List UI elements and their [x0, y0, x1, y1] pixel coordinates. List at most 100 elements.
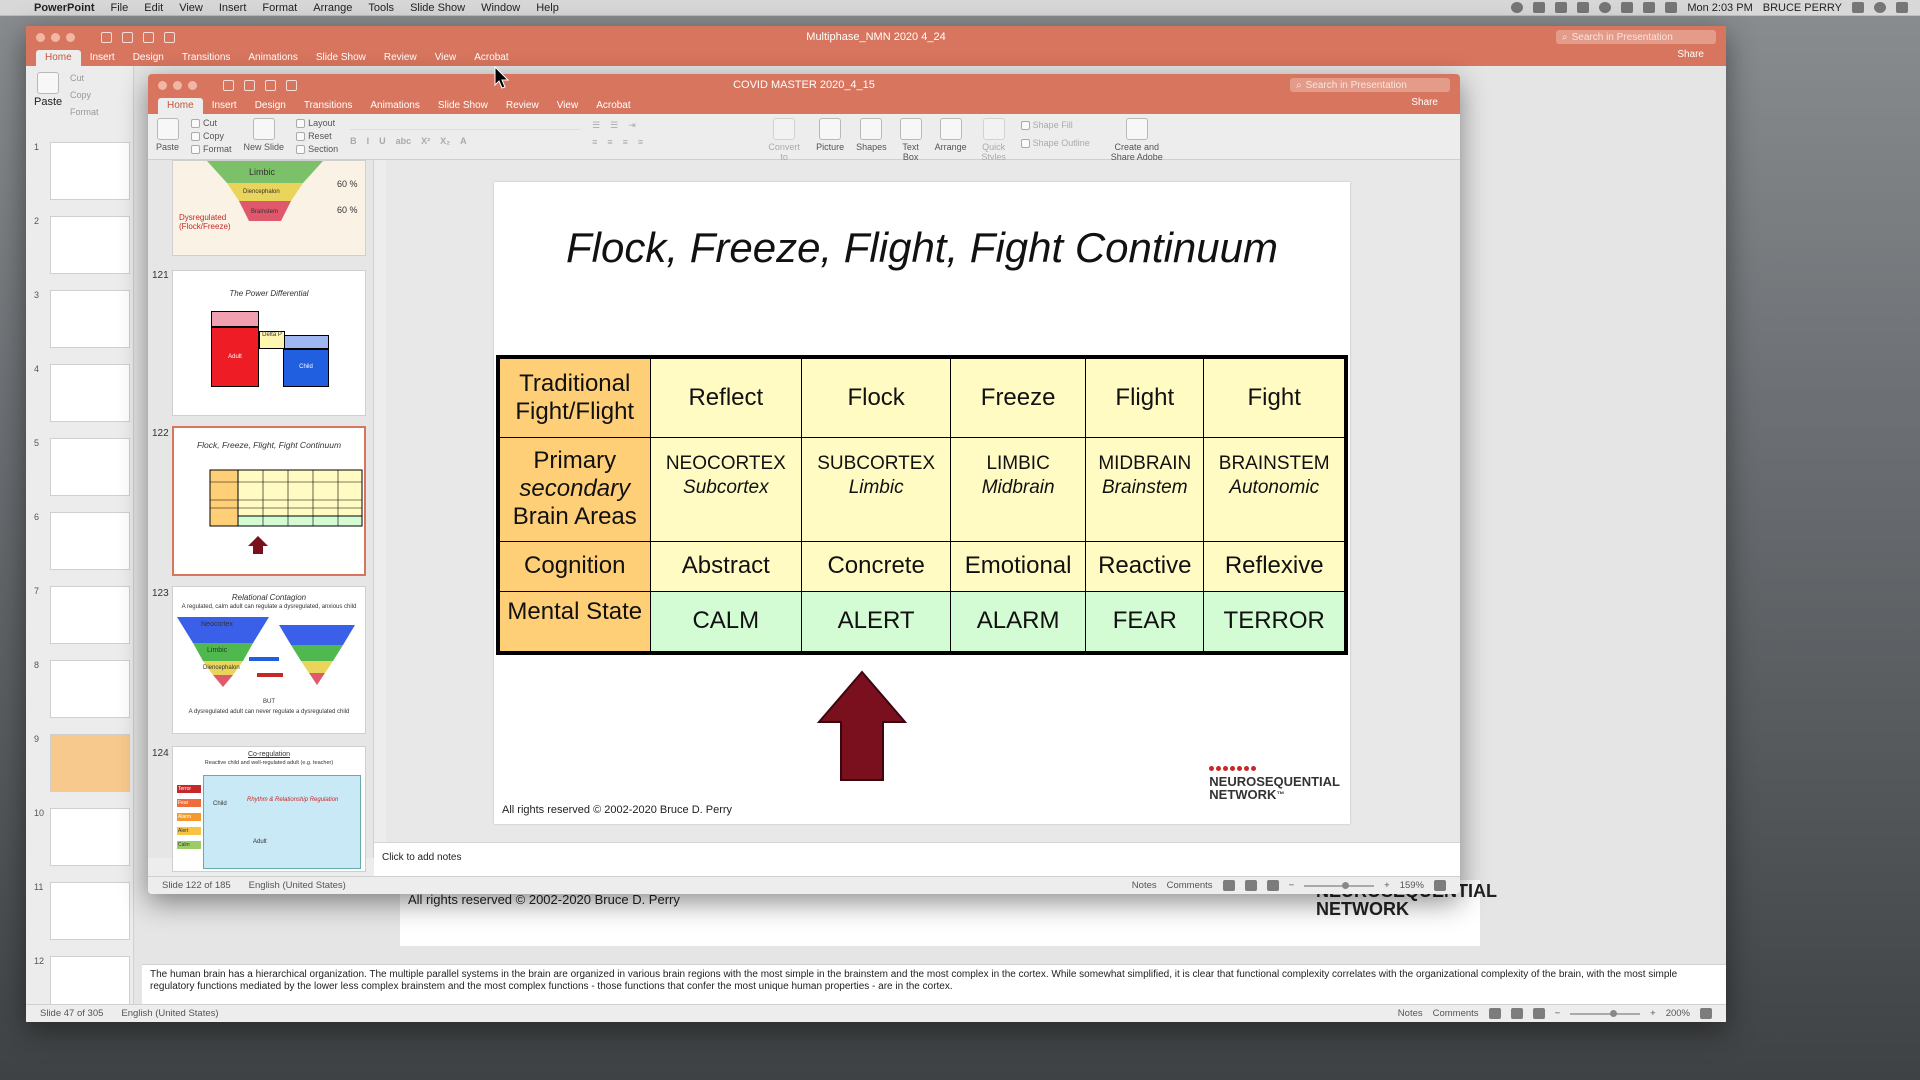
- save-icon[interactable]: [244, 79, 255, 91]
- close-button[interactable]: [36, 32, 45, 42]
- back-slide-thumb-6[interactable]: [50, 512, 130, 570]
- back-tab-review[interactable]: Review: [383, 52, 417, 63]
- back-slide-thumb-1[interactable]: [50, 142, 130, 200]
- cut-button[interactable]: Cut: [191, 118, 232, 128]
- underline-icon[interactable]: U: [379, 136, 386, 146]
- align-left-icon[interactable]: ≡: [592, 137, 598, 147]
- reset-button[interactable]: Reset: [296, 131, 338, 141]
- font-color-icon[interactable]: A: [460, 136, 467, 146]
- slide-sorter-icon[interactable]: [1510, 1008, 1523, 1019]
- close-button[interactable]: [158, 80, 167, 90]
- bold-icon[interactable]: B: [350, 136, 357, 146]
- arrange-button[interactable]: Arrange: [935, 118, 967, 152]
- back-notes-toggle[interactable]: Notes: [1397, 1008, 1423, 1019]
- zoom-in-icon[interactable]: +: [1650, 1008, 1656, 1019]
- font-name-select[interactable]: [350, 120, 581, 130]
- back-zoom-slider[interactable]: [1570, 1009, 1641, 1017]
- menu-window[interactable]: Window: [481, 1, 521, 14]
- format-painter-button[interactable]: Format: [191, 144, 232, 154]
- minimize-button[interactable]: [173, 80, 182, 90]
- back-tab-home[interactable]: Home: [36, 50, 81, 66]
- menu-help[interactable]: Help: [536, 1, 559, 14]
- superscript-icon[interactable]: X²: [421, 136, 431, 146]
- slide-thumb-121[interactable]: The Power Differential Adult Child Delta…: [172, 270, 366, 416]
- menu-format[interactable]: Format: [262, 1, 298, 14]
- cast-icon[interactable]: [1555, 2, 1568, 13]
- menu-app[interactable]: PowerPoint: [34, 1, 95, 14]
- shape-outline-button[interactable]: Shape Outline: [1020, 138, 1090, 148]
- front-share-button[interactable]: Share: [1411, 97, 1438, 108]
- menu-slide-show[interactable]: Slide Show: [410, 1, 466, 14]
- back-search-input[interactable]: ⌕Search in Presentation: [1556, 30, 1716, 44]
- sidebar-toggle-icon[interactable]: [223, 79, 234, 91]
- tab-acrobat[interactable]: Acrobat: [596, 100, 631, 111]
- comments-toggle[interactable]: Comments: [1166, 880, 1213, 891]
- quick-styles-button[interactable]: Quick Styles: [979, 118, 1009, 162]
- language[interactable]: English (United States): [248, 880, 346, 891]
- italic-icon[interactable]: I: [366, 136, 370, 146]
- zoom-out-icon[interactable]: −: [1288, 880, 1295, 891]
- menu-file[interactable]: File: [110, 1, 129, 14]
- back-slide-thumb-5[interactable]: [50, 438, 130, 496]
- cloud-icon[interactable]: [1533, 2, 1546, 13]
- fit-slide-icon[interactable]: [1434, 880, 1446, 891]
- strike-icon[interactable]: abc: [395, 136, 412, 146]
- up-arrow-shape[interactable]: [816, 670, 908, 782]
- paste-button[interactable]: Paste: [156, 118, 179, 152]
- back-language[interactable]: English (United States): [121, 1008, 219, 1019]
- zoom-slider[interactable]: [1304, 881, 1375, 889]
- tab-view[interactable]: View: [556, 100, 579, 111]
- bluetooth-icon[interactable]: [1621, 2, 1634, 13]
- back-tab-acrobat[interactable]: Acrobat: [474, 52, 509, 63]
- tab-slide-show[interactable]: Slide Show: [437, 100, 488, 111]
- align-center-icon[interactable]: ≡: [607, 137, 613, 147]
- tab-design[interactable]: Design: [254, 100, 286, 111]
- tab-home[interactable]: Home: [158, 98, 203, 114]
- bullets-icon[interactable]: ☰: [592, 120, 601, 130]
- back-format-button[interactable]: Format: [70, 107, 99, 117]
- user-avatar-icon[interactable]: [1874, 2, 1886, 13]
- zoom-button[interactable]: [66, 32, 75, 42]
- subscript-icon[interactable]: X₂: [440, 136, 451, 146]
- normal-view-icon[interactable]: [1222, 880, 1235, 891]
- tab-animations[interactable]: Animations: [370, 100, 420, 111]
- zoom-level[interactable]: 159%: [1399, 880, 1424, 891]
- back-tab-transitions[interactable]: Transitions: [181, 52, 231, 63]
- back-tab-design[interactable]: Design: [132, 52, 164, 63]
- back-tab-view[interactable]: View: [434, 52, 457, 63]
- notes-toggle[interactable]: Notes: [1131, 880, 1157, 891]
- notification-center-icon[interactable]: [1896, 2, 1908, 13]
- align-right-icon[interactable]: ≡: [622, 137, 628, 147]
- slide-thumb-123[interactable]: Relational Contagion A regulated, calm a…: [172, 586, 366, 734]
- slide-thumb-120[interactable]: Limbic Diencephalon Brainstem 60 % 60 % …: [172, 160, 366, 256]
- redo-icon[interactable]: [164, 31, 175, 43]
- back-slide-thumb-2[interactable]: [50, 216, 130, 274]
- shapes-button[interactable]: Shapes: [856, 118, 887, 152]
- back-tab-animations[interactable]: Animations: [248, 52, 298, 63]
- redo-icon[interactable]: [286, 79, 297, 91]
- front-search-input[interactable]: ⌕Search in Presentation: [1290, 78, 1450, 92]
- back-slide-thumb-4[interactable]: [50, 364, 130, 422]
- slide-sorter-icon[interactable]: [1244, 880, 1257, 891]
- layout-button[interactable]: Layout: [296, 118, 338, 128]
- volume-icon[interactable]: [1665, 2, 1678, 13]
- tab-transitions[interactable]: Transitions: [303, 100, 353, 111]
- back-comments-toggle[interactable]: Comments: [1432, 1008, 1479, 1019]
- slide-thumb-124[interactable]: Co-regulation Reactive child and well-re…: [172, 746, 366, 872]
- tab-review[interactable]: Review: [505, 100, 539, 111]
- minimize-button[interactable]: [51, 32, 60, 42]
- notes-pane[interactable]: Click to add notes: [374, 842, 1460, 876]
- sidebar-toggle-icon[interactable]: [101, 31, 112, 43]
- back-slide-thumb-7[interactable]: [50, 586, 130, 644]
- copy-button[interactable]: Copy: [191, 131, 232, 141]
- back-zoom-level[interactable]: 200%: [1665, 1008, 1690, 1019]
- back-slide-thumb-9[interactable]: [50, 734, 130, 792]
- back-copy-button[interactable]: Copy: [70, 90, 92, 100]
- tab-insert[interactable]: Insert: [211, 100, 237, 111]
- reading-view-icon[interactable]: [1532, 1008, 1545, 1019]
- save-icon[interactable]: [122, 31, 133, 43]
- undo-icon[interactable]: [143, 31, 154, 43]
- justify-icon[interactable]: ≡: [637, 137, 644, 147]
- shape-fill-button[interactable]: Shape Fill: [1020, 120, 1090, 130]
